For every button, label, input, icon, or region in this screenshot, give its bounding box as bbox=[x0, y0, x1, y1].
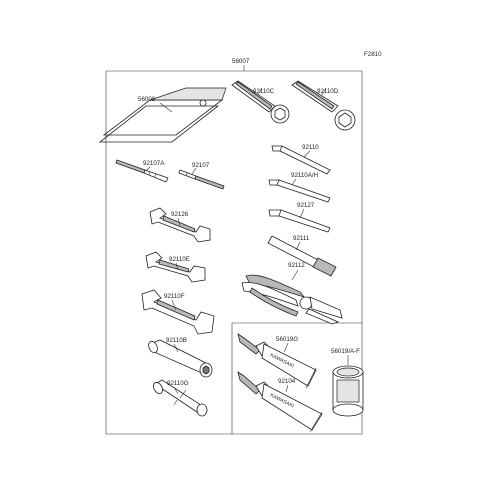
label-grease-can: 56019/A-F bbox=[331, 348, 360, 355]
handle bbox=[267, 235, 337, 277]
wrench-92126 bbox=[149, 207, 211, 243]
label-wrench-92110f: 92110F bbox=[164, 293, 185, 300]
label-socket-92110b: 92110B bbox=[166, 337, 187, 344]
hex-key-ah bbox=[268, 179, 331, 203]
label-kit: 56007 bbox=[232, 58, 250, 65]
socket-92110g bbox=[153, 379, 208, 417]
socket-92110b bbox=[148, 339, 213, 378]
label-screwdriver: 92107 bbox=[192, 162, 210, 169]
label-wrench-92110e: 92110E bbox=[169, 256, 190, 263]
label-grease-92104: 92104 bbox=[278, 378, 296, 385]
label-bag: 56008 bbox=[138, 96, 156, 103]
hex-key bbox=[271, 145, 331, 175]
label-screwdriver-a: 92107A bbox=[143, 160, 165, 167]
pliers bbox=[241, 274, 343, 325]
label-grease-56019g: 56019G bbox=[276, 336, 298, 343]
label-hex-key-2: 92127 bbox=[297, 202, 315, 209]
figure-code: F2810 bbox=[364, 51, 382, 58]
screwdriver bbox=[178, 169, 225, 190]
screwdriver-a bbox=[115, 159, 169, 183]
label-handle: 92111 bbox=[293, 235, 310, 242]
label-box-wrench-d: 92110D bbox=[317, 88, 339, 95]
grease-can bbox=[332, 365, 364, 417]
label-wrench-92126: 92126 bbox=[171, 211, 189, 218]
grease-tube-92104: KAWASAKI bbox=[237, 371, 323, 433]
label-pliers: 92112 bbox=[288, 262, 305, 269]
label-hex-key-ah: 92110A/H bbox=[291, 172, 318, 179]
tool-bag bbox=[98, 87, 227, 143]
box-wrench-c bbox=[231, 80, 290, 124]
label-box-wrench-c: 92110C bbox=[253, 88, 275, 95]
box-wrench-d bbox=[291, 80, 356, 131]
grease-tube-56019g: KAWASAKI bbox=[237, 333, 317, 389]
wrench-92110e bbox=[145, 251, 206, 283]
label-socket-92110g: 92110G bbox=[167, 380, 189, 387]
label-hex-key: 92110 bbox=[302, 144, 319, 151]
hex-key-2 bbox=[268, 209, 331, 233]
